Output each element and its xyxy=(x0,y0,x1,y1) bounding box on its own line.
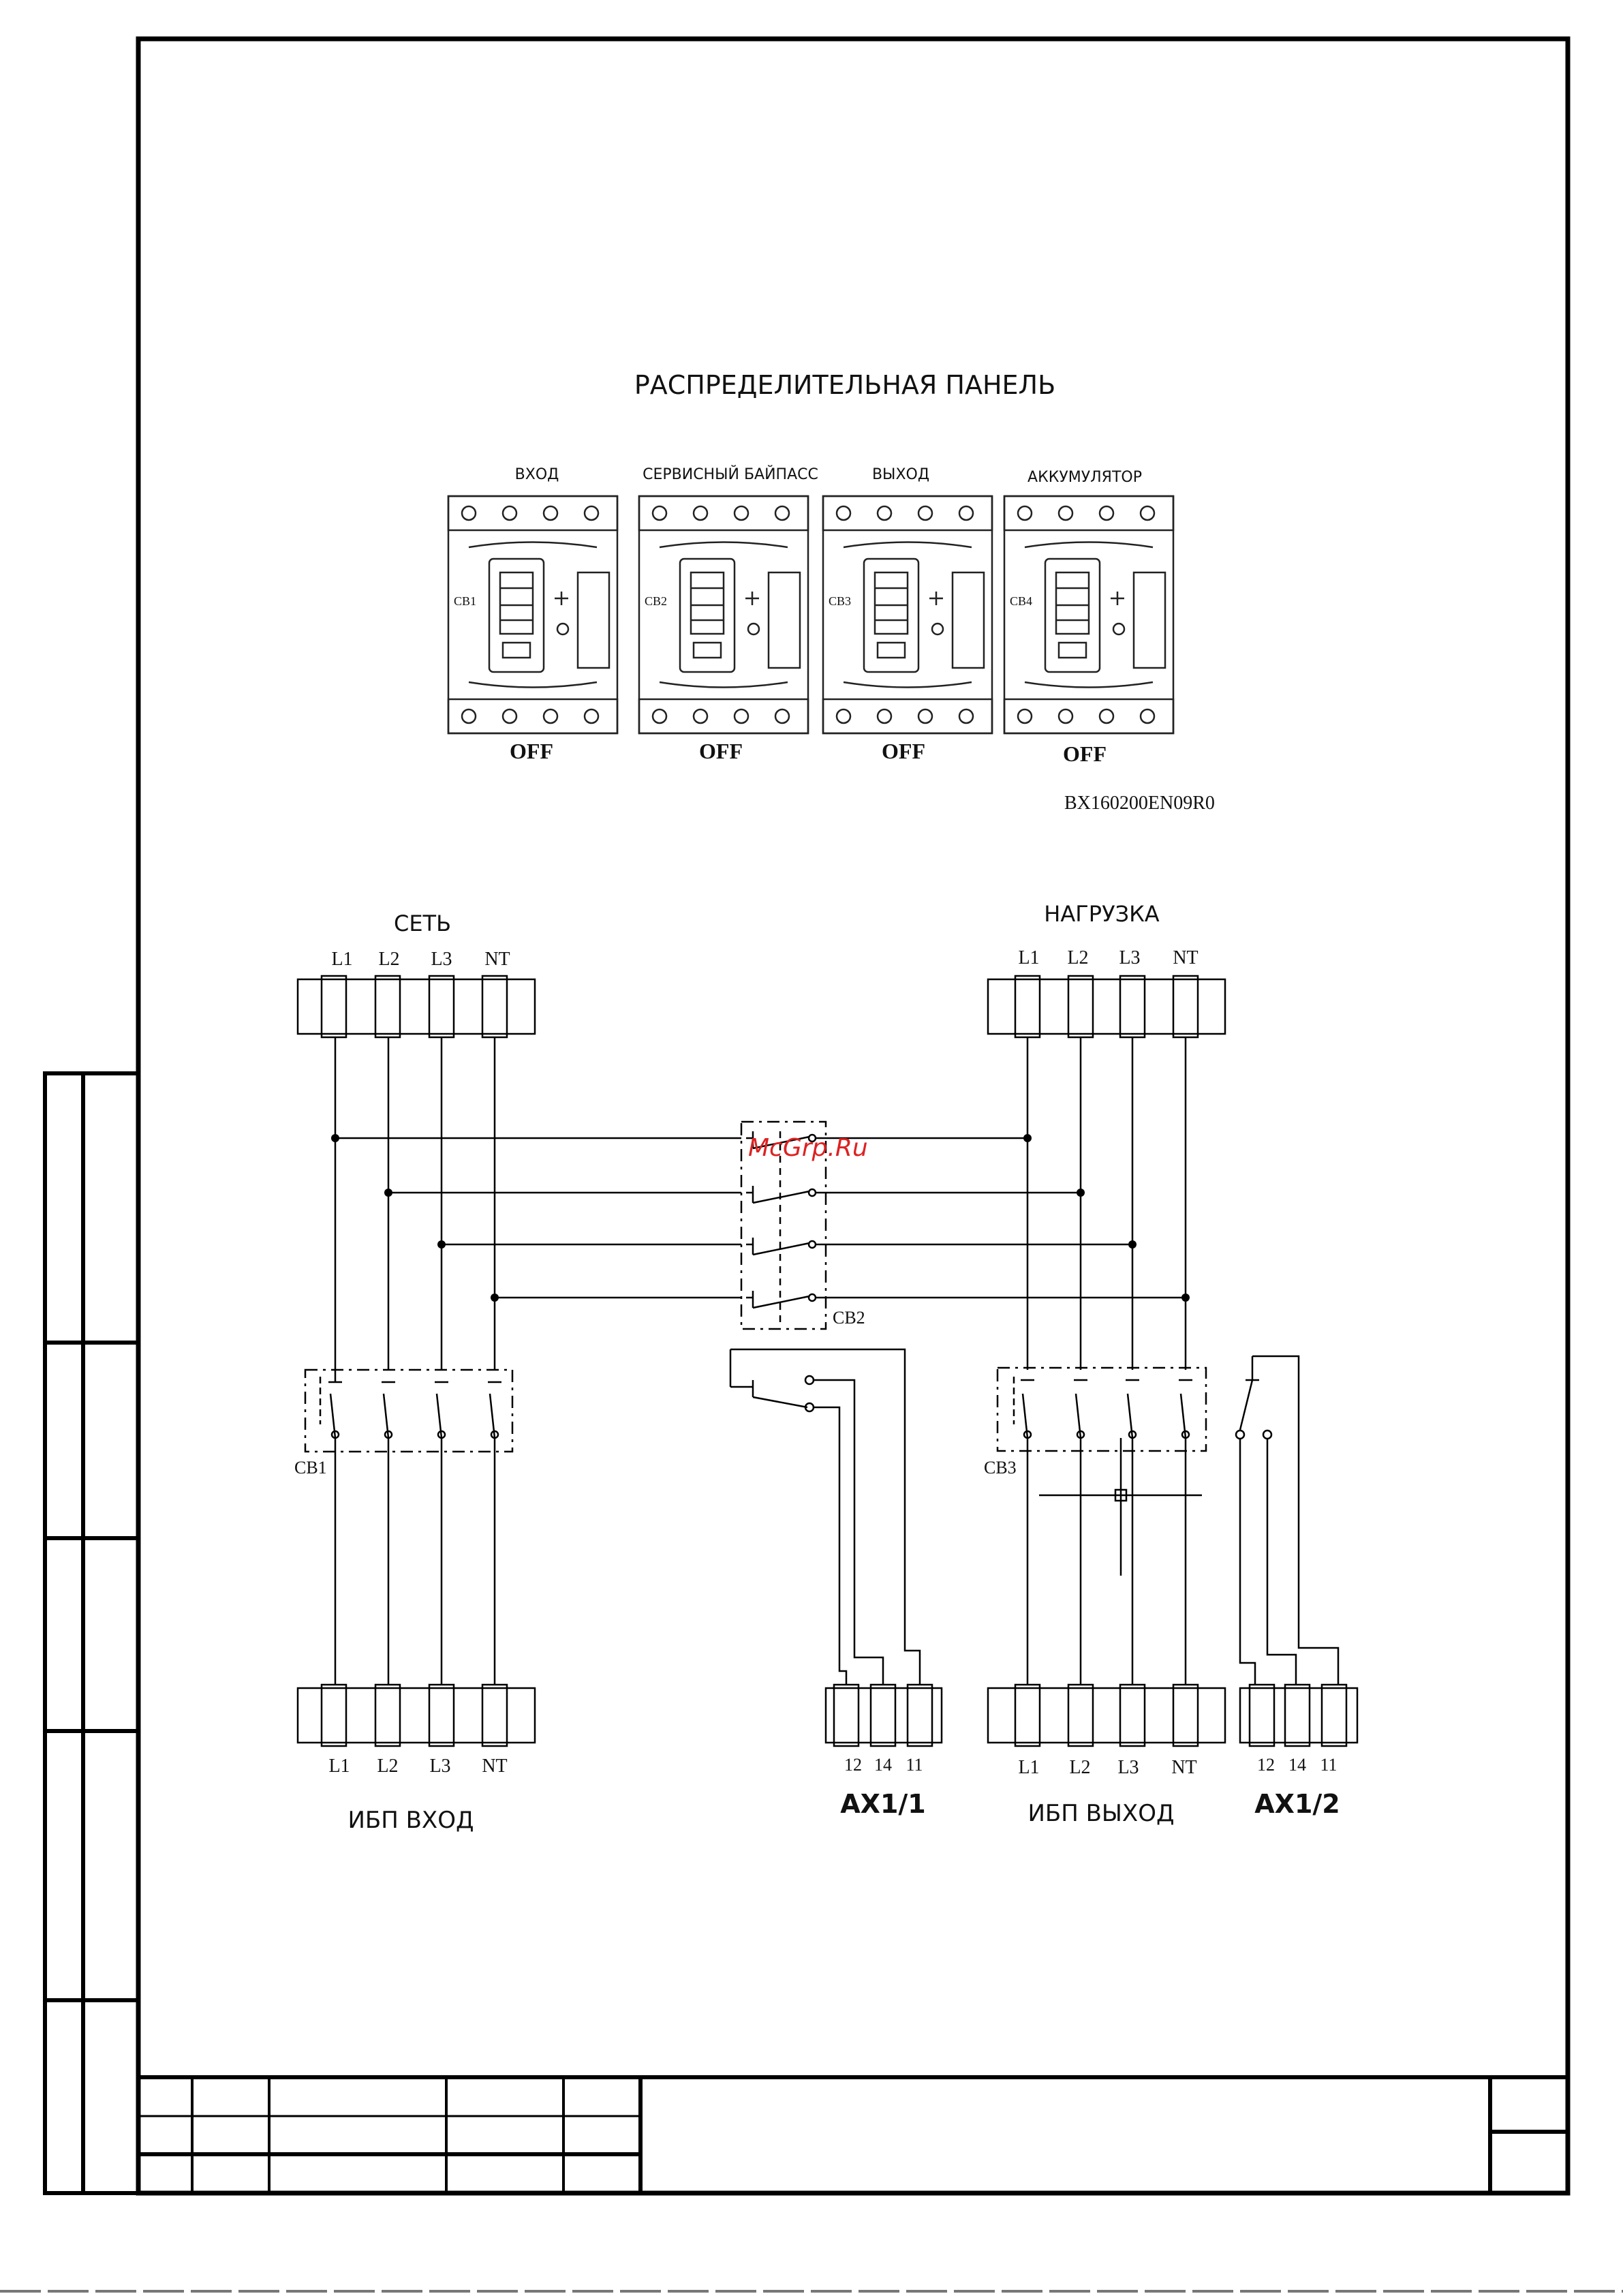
load-title: НАГРУЗКА xyxy=(1044,901,1160,927)
ups-in-title: ИБП ВХОД xyxy=(347,1807,474,1834)
load-terminal-l1: L1 xyxy=(1018,947,1039,968)
ax1-aux-contact xyxy=(730,1349,942,1746)
ups-out-terminal-nt: NT xyxy=(1171,1757,1196,1778)
ax1-terminal-12: 12 xyxy=(844,1755,862,1775)
ax2-title: AX1/2 xyxy=(1254,1789,1340,1819)
ups-out-terminal-l3: L3 xyxy=(1117,1757,1139,1778)
mains-terminal-l2: L2 xyxy=(378,949,399,970)
cb3-label: CB3 xyxy=(984,1458,1017,1478)
ups-out-terminal-l1: L1 xyxy=(1018,1757,1039,1778)
cb1-panel-id: CB1 xyxy=(454,594,476,608)
cb2-panel-id: CB2 xyxy=(645,594,667,608)
ups-in-terminal-l1: L1 xyxy=(328,1756,350,1777)
breaker-cb3: ВЫХОД CB3 OFF xyxy=(823,466,992,763)
ups-in-terminal-nt: NT xyxy=(482,1756,507,1777)
cb3-state: OFF xyxy=(882,739,925,763)
panel-code: BX160200EN09R0 xyxy=(1064,793,1215,814)
cb3-output-breaker xyxy=(998,1368,1206,1685)
breaker-label-input: ВХОД xyxy=(515,466,559,483)
breaker-panel: ВХОД CB1 OFF СЕРВИСНЫЙ БАЙП xyxy=(448,465,1215,814)
load-terminal-l2: L2 xyxy=(1067,947,1088,968)
ups-out-title: ИБП ВЫХОД xyxy=(1027,1800,1174,1827)
ups-output-terminal-block xyxy=(988,1685,1225,1746)
ax2-terminal-14: 14 xyxy=(1288,1755,1306,1775)
breaker-label-service-bypass: СЕРВИСНЫЙ БАЙПАСС xyxy=(643,465,818,483)
ups-input-terminal-block xyxy=(298,1685,535,1746)
breaker-label-battery: АККУМУЛЯТОР xyxy=(1027,469,1142,486)
mains-terminal-l3: L3 xyxy=(431,949,452,970)
watermark: McGrp.Ru xyxy=(748,1134,868,1162)
ax1-terminal-14: 14 xyxy=(874,1755,892,1775)
cb3-panel-id: CB3 xyxy=(829,594,851,608)
cb4-state: OFF xyxy=(1063,741,1107,766)
cb1-label: CB1 xyxy=(294,1458,327,1478)
mains-terminal-nt: NT xyxy=(484,949,510,970)
cb1-state: OFF xyxy=(510,739,553,763)
cb4-panel-id: CB4 xyxy=(1010,594,1032,608)
load-terminal-block xyxy=(988,979,1225,1034)
mains-terminal-block xyxy=(298,979,535,1034)
ax2-aux-contact xyxy=(1236,1356,1357,1746)
schematic: СЕТЬ НАГРУЗКА L1 L2 L3 NT L1 L2 L3 NT xyxy=(294,901,1357,1834)
drawing-frame xyxy=(45,39,1568,2193)
ax2-terminal-12: 12 xyxy=(1257,1755,1275,1775)
ups-in-terminal-l2: L2 xyxy=(377,1756,398,1777)
load-terminal-l3: L3 xyxy=(1119,947,1140,968)
breaker-label-output: ВЫХОД xyxy=(872,466,929,483)
mains-title: СЕТЬ xyxy=(394,910,451,936)
ups-in-terminal-l3: L3 xyxy=(429,1756,450,1777)
breaker-cb2: СЕРВИСНЫЙ БАЙПАСС CB2 OFF xyxy=(639,465,818,763)
breaker-cb4: АККУМУЛЯТОР CB4 OFF xyxy=(1004,469,1173,766)
panel-title: РАСПРЕДЕЛИТЕЛЬНАЯ ПАНЕЛЬ xyxy=(634,370,1055,400)
cb2-state: OFF xyxy=(699,739,743,763)
cb2-label: CB2 xyxy=(833,1308,865,1328)
ax1-terminal-11: 11 xyxy=(906,1755,923,1775)
ups-out-terminal-l2: L2 xyxy=(1069,1757,1090,1778)
cb1-input-breaker xyxy=(305,1370,512,1685)
load-terminal-nt: NT xyxy=(1173,947,1198,968)
ax1-title: AX1/1 xyxy=(840,1789,925,1819)
mains-terminal-l1: L1 xyxy=(331,949,352,970)
ax2-terminal-11: 11 xyxy=(1320,1755,1337,1775)
breaker-cb1: ВХОД CB1 OFF xyxy=(448,466,617,763)
